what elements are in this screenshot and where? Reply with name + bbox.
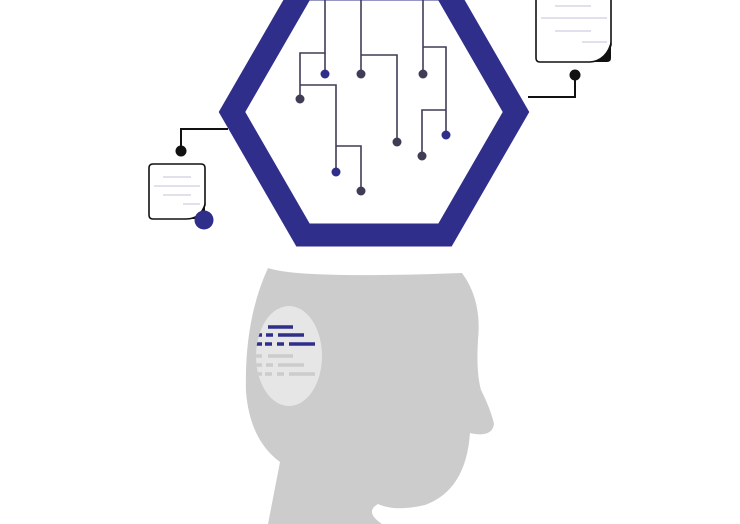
hexagon-circuit: [218, 0, 530, 247]
circuit-nodes: [295, 69, 451, 196]
human-head: [245, 268, 494, 524]
left-document-icon: [148, 128, 228, 230]
circuit-lines: [299, 0, 447, 191]
hexagon-frame: [218, 0, 530, 247]
right-document-icon: [528, 0, 612, 98]
